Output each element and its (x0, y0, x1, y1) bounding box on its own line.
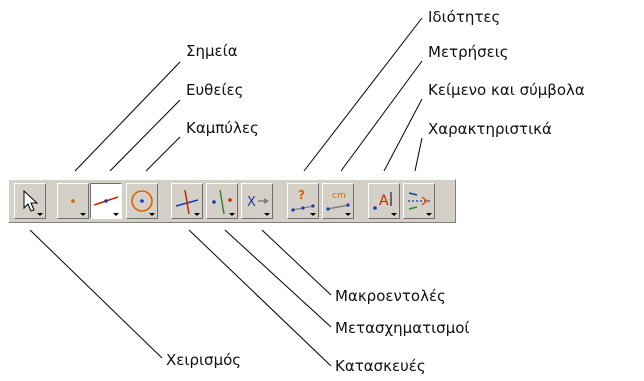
cursor-arrow-icon (23, 189, 39, 212)
transformations-tool-button[interactable] (206, 183, 238, 219)
dropdown-caret-icon (113, 213, 119, 216)
label-constructions: Κατασκευές (335, 357, 426, 375)
attributes-tool-button[interactable] (403, 183, 435, 219)
leader-measurements (340, 60, 423, 172)
macro-icon: X (247, 195, 269, 210)
line-icon (93, 196, 119, 206)
dropdown-caret-icon (149, 213, 155, 216)
macros-tool-button[interactable]: X (241, 183, 273, 219)
question-properties-icon: ? (291, 188, 315, 212)
leader-constructions (188, 229, 332, 367)
macro-x-glyph: X (247, 195, 256, 210)
measurements-tool-button[interactable]: cm (322, 183, 354, 219)
label-macros: Μακροεντολές (335, 287, 446, 305)
dropdown-caret-icon (80, 213, 86, 216)
leader-transformations (224, 229, 332, 328)
text-a-glyph: A (379, 193, 389, 209)
leader-lines-tool (109, 99, 181, 172)
text-symbols-tool-button[interactable]: A (368, 183, 400, 219)
leader-properties (303, 17, 423, 172)
question-glyph: ? (298, 188, 305, 202)
label-properties: Ιδιότητες (428, 8, 501, 26)
dropdown-caret-icon (391, 213, 397, 216)
label-transformations: Μετασχηματισμοί (335, 319, 470, 337)
constructions-tool-button[interactable] (171, 183, 203, 219)
dropdown-caret-icon (345, 213, 351, 216)
symmetry-transformation-icon (212, 189, 232, 215)
leader-manipulation (29, 229, 163, 359)
dropdown-caret-icon (426, 213, 432, 216)
lines-tool-button[interactable] (90, 183, 122, 219)
label-curves: Καμπύλες (186, 119, 259, 137)
text-label-icon: A (373, 192, 392, 210)
curves-tool-button[interactable] (126, 183, 158, 219)
label-measurements: Μετρήσεις (428, 43, 509, 61)
cm-glyph: cm (332, 191, 346, 201)
label-text-symbols: Κείμενο και σύμβολα (428, 81, 585, 99)
dropdown-caret-icon (194, 213, 200, 216)
leader-macros (261, 229, 332, 296)
label-points: Σημεία (186, 42, 238, 60)
properties-tool-button[interactable]: ? (287, 183, 319, 219)
label-manipulation: Χειρισμός (166, 351, 242, 369)
leader-attributes (414, 137, 423, 172)
label-attributes: Χαρακτηριστικά (428, 120, 552, 138)
circle-icon (131, 190, 153, 212)
toolbar: X ? cm (8, 179, 456, 223)
perpendicular-construction-icon (175, 189, 199, 215)
manipulation-tool-button[interactable] (14, 183, 46, 219)
leader-curves (145, 136, 181, 172)
points-tool-button[interactable] (57, 183, 89, 219)
attributes-lines-icon (408, 192, 430, 210)
label-lines: Ευθείες (186, 81, 244, 99)
dropdown-caret-icon (229, 213, 235, 216)
leader-points (74, 61, 181, 172)
leader-text (383, 98, 423, 172)
dropdown-caret-icon (37, 213, 43, 216)
dropdown-caret-icon (310, 213, 316, 216)
ruler-measure-icon: cm (326, 191, 350, 211)
point-icon (71, 199, 75, 203)
dropdown-caret-icon (264, 213, 270, 216)
